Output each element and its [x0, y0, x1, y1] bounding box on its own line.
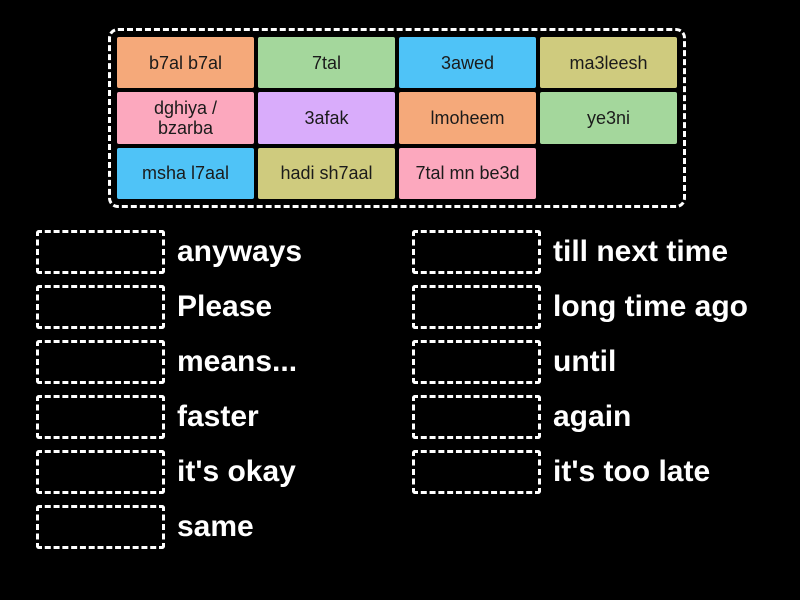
draggable-tile[interactable]: ye3ni	[540, 92, 677, 144]
answer-label: same	[177, 510, 254, 543]
drop-slot-right-2[interactable]	[412, 285, 541, 329]
answer-row: same	[36, 505, 396, 549]
answer-row: till next time	[412, 230, 792, 274]
answer-label: till next time	[553, 235, 729, 268]
answer-label: until	[553, 345, 617, 378]
answer-row: faster	[36, 395, 396, 439]
drop-slot-left-5[interactable]	[36, 450, 165, 494]
answer-row: means...	[36, 340, 396, 384]
answer-label: anyways	[177, 235, 303, 268]
answer-label: again	[553, 400, 632, 433]
draggable-tile[interactable]: dghiya / bzarba	[117, 92, 254, 144]
draggable-tile[interactable]: hadi sh7aal	[258, 147, 395, 199]
drop-slot-left-3[interactable]	[36, 340, 165, 384]
draggable-tile[interactable]: ma3leesh	[540, 37, 677, 89]
draggable-tile[interactable]: 3awed	[399, 37, 536, 89]
answer-row: it's too late	[412, 450, 792, 494]
drop-slot-left-1[interactable]	[36, 230, 165, 274]
draggable-tile[interactable]: msha l7aal	[117, 147, 254, 199]
drop-slot-left-4[interactable]	[36, 395, 165, 439]
answer-label: it's too late	[553, 455, 711, 488]
draggable-tile[interactable]: 7tal	[258, 37, 395, 89]
drop-slot-right-4[interactable]	[412, 395, 541, 439]
answer-row: Please	[36, 285, 396, 329]
answer-label: means...	[177, 345, 298, 378]
draggable-tile[interactable]: 7tal mn be3d	[399, 147, 536, 199]
drop-slot-left-2[interactable]	[36, 285, 165, 329]
drop-slot-right-5[interactable]	[412, 450, 541, 494]
draggable-tile[interactable]: b7al b7al	[117, 37, 254, 89]
answer-row: anyways	[36, 230, 396, 274]
answer-row: long time ago	[412, 285, 792, 329]
draggable-tile[interactable]: lmoheem	[399, 92, 536, 144]
answer-label: it's okay	[177, 455, 296, 488]
answer-row: until	[412, 340, 792, 384]
tile-empty-slot	[540, 148, 677, 199]
answer-row: again	[412, 395, 792, 439]
answer-column-right: till next time long time ago until again it'…	[412, 230, 792, 505]
drop-slot-left-6[interactable]	[36, 505, 165, 549]
answer-row: it's okay	[36, 450, 396, 494]
answer-label: faster	[177, 400, 259, 433]
drop-slot-right-1[interactable]	[412, 230, 541, 274]
drop-slot-right-3[interactable]	[412, 340, 541, 384]
answer-label: long time ago	[553, 290, 748, 323]
draggable-tile[interactable]: 3afak	[258, 92, 395, 144]
answer-label: Please	[177, 290, 273, 323]
